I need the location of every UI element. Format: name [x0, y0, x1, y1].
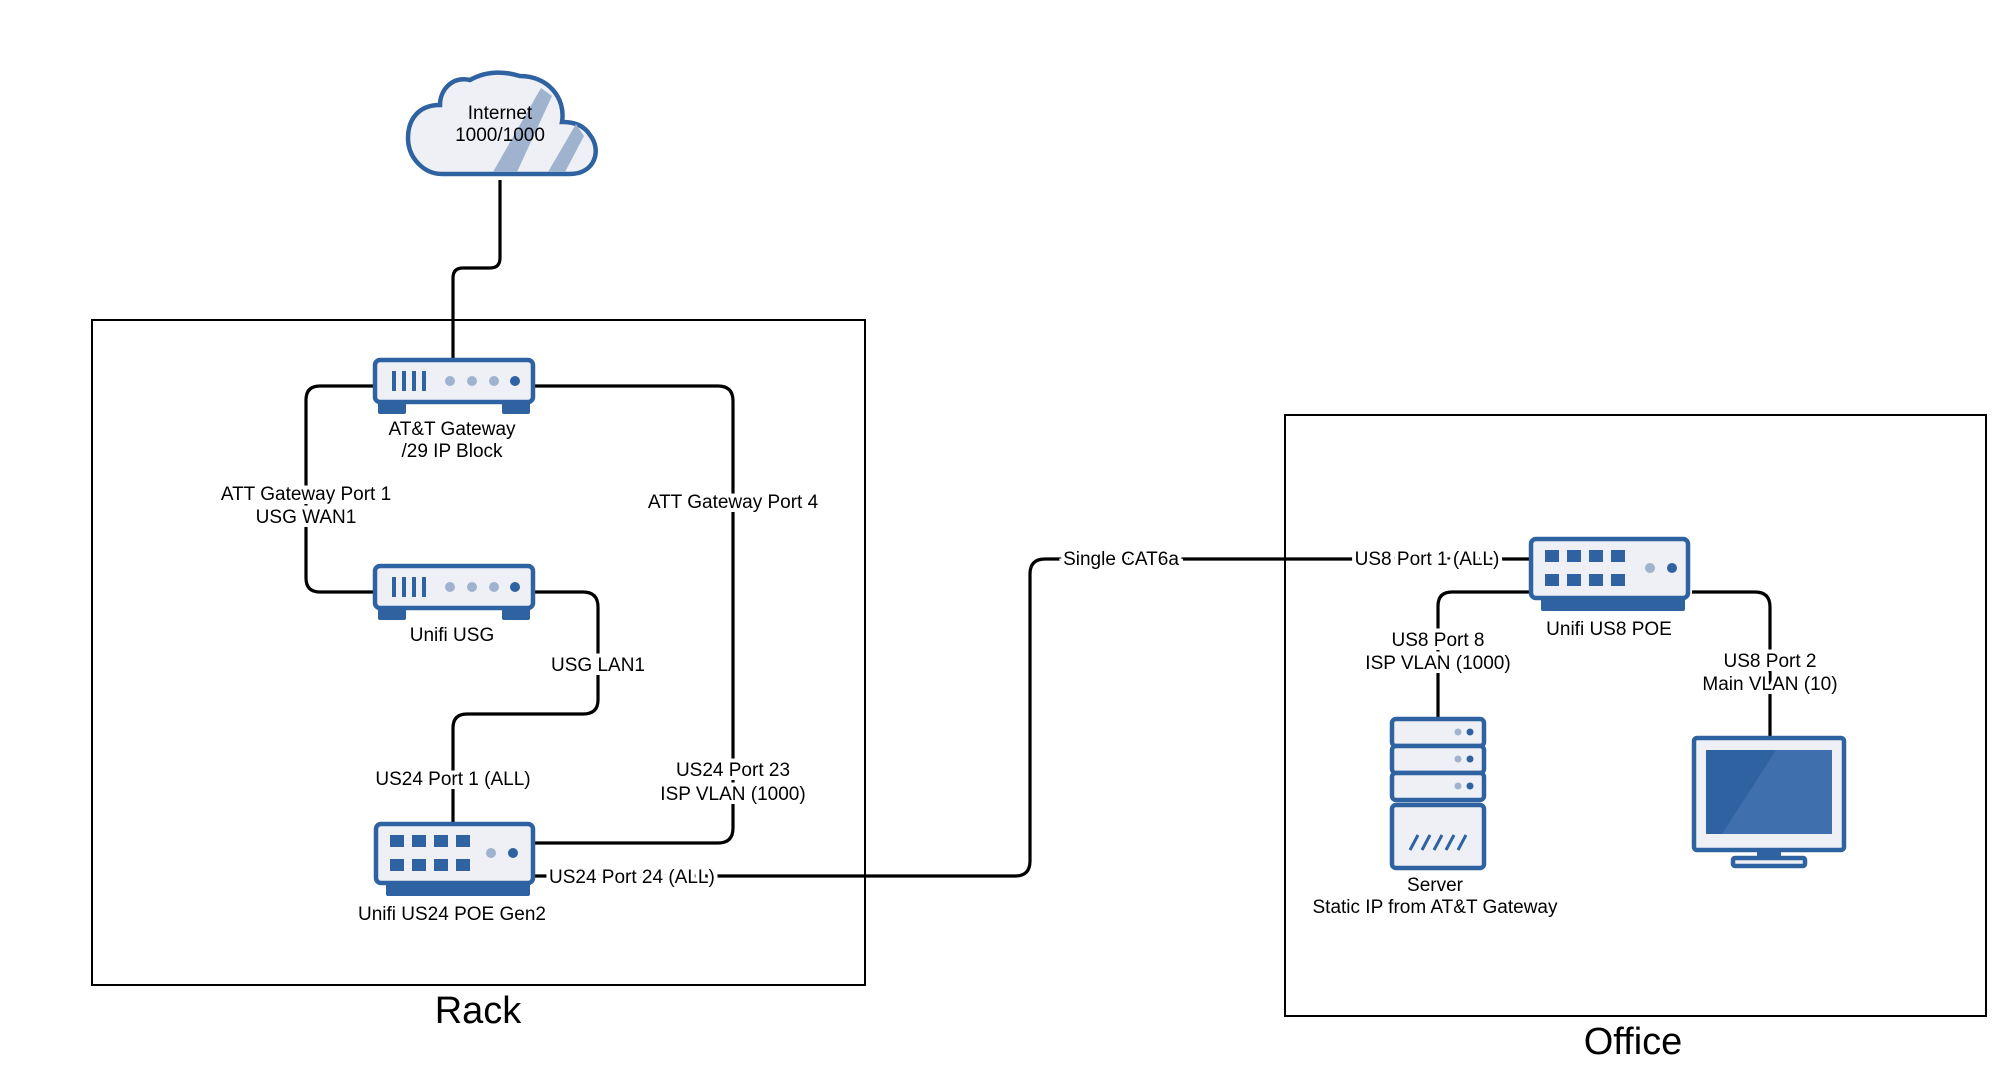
rack-group-label: Rack [435, 990, 523, 1032]
router-icon [372, 357, 536, 414]
us8-port2-label: US8 Port 2 [1724, 651, 1817, 672]
gw-port1-label: ATT Gateway Port 1 [221, 484, 391, 505]
us24-label: Unifi US24 POE Gen2 [358, 904, 546, 925]
att-gateway-label: AT&T Gateway [388, 419, 516, 440]
server-icon [1389, 716, 1487, 871]
monitor-icon [1691, 735, 1847, 869]
usg-wan1-label: USG WAN1 [256, 507, 357, 528]
usg-lan1-label: USG LAN1 [551, 655, 645, 676]
us24-port24-line [535, 557, 1530, 878]
us8-label: Unifi US8 POE [1546, 619, 1672, 640]
us24-port23-label: US24 Port 23 [676, 760, 790, 781]
us8-to-server-line [1436, 590, 1530, 718]
us8-port8-vlan-label: ISP VLAN (1000) [1365, 653, 1510, 674]
us24-port23-vlan-label: ISP VLAN (1000) [660, 784, 805, 805]
switch-icon [373, 821, 536, 896]
gateway-to-usg-line [304, 384, 373, 594]
us8-port1-label: US8 Port 1 (ALL) [1355, 549, 1500, 570]
cat6a-label: Single CAT6a [1063, 549, 1179, 570]
us8-port2-vlan-label: Main VLAN (10) [1702, 674, 1837, 695]
att-gateway-ipblock-label: /29 IP Block [401, 441, 503, 462]
us8-port8-label: US8 Port 8 [1392, 630, 1485, 651]
switch-icon [1528, 536, 1691, 611]
server-label: Server [1407, 875, 1464, 896]
internet-label: Internet [468, 103, 533, 124]
internet-to-gateway-line [451, 180, 502, 360]
internet-speed-label: 1000/1000 [455, 125, 545, 146]
us8-to-monitor-line [1692, 590, 1772, 738]
gw-port4-label: ATT Gateway Port 4 [648, 492, 819, 513]
server-static-ip-label: Static IP from AT&T Gateway [1313, 897, 1558, 918]
us24-port1-label: US24 Port 1 (ALL) [375, 769, 530, 790]
router-icon [372, 563, 536, 620]
office-frame [1284, 414, 1987, 1017]
us24-port24-label: US24 Port 24 (ALL) [549, 867, 715, 888]
cloud-icon [405, 70, 598, 177]
office-group-label: Office [1584, 1021, 1683, 1063]
rack-frame [91, 319, 866, 986]
usg-to-us24-line [451, 590, 600, 825]
unifi-usg-label: Unifi USG [410, 625, 494, 646]
gateway-port4-line [535, 384, 735, 845]
